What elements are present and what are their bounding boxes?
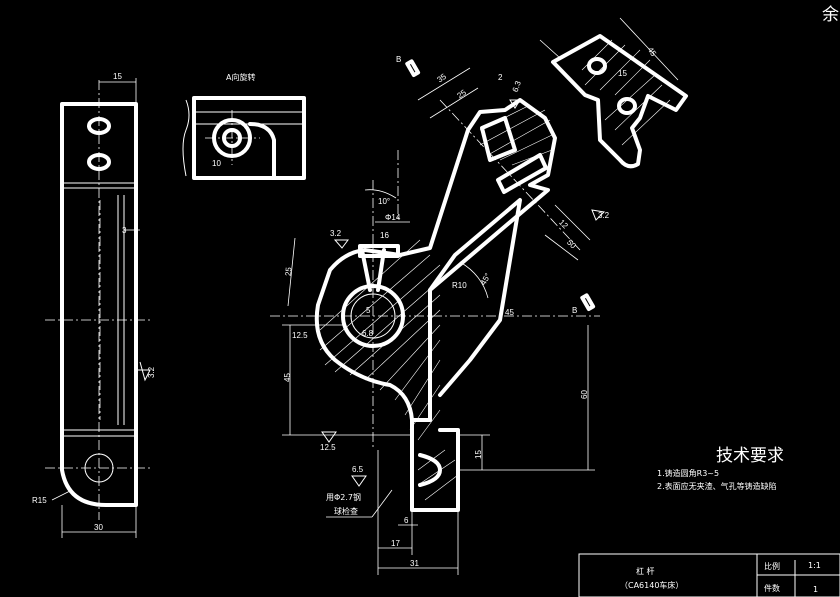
scale-label: 比例	[764, 561, 780, 571]
section-b-dim-line-a	[539, 39, 561, 59]
dim-3-2-right-label: 3.2	[598, 211, 610, 220]
dim-line-25	[429, 87, 479, 119]
dim-arc-10deg	[364, 189, 397, 199]
dim-50-label: 50	[565, 238, 578, 251]
requirement-item-1: 1.铸造圆角R3~5	[657, 468, 719, 478]
roughness-12-5-label: 12.5	[320, 443, 336, 452]
lever-arm-slot	[496, 153, 548, 194]
dim-6-3-label: 6.3	[511, 79, 523, 93]
section-arrow-top	[405, 59, 421, 78]
dim-12-5-label: 12.5	[292, 331, 308, 340]
dim-phi14-label: Φ14	[385, 213, 401, 222]
section-b-dim-15: 15	[618, 69, 627, 78]
roughness-symbol-arm	[509, 99, 521, 109]
lever-top-boss	[480, 116, 517, 162]
section-marker-b-right: B	[572, 306, 577, 315]
dim-vert-45-label: 45	[283, 373, 292, 382]
title-block-frame	[578, 553, 840, 597]
view-a-label: A向旋转	[226, 72, 255, 82]
leader-r15	[51, 489, 73, 501]
oil-hole-boss	[358, 244, 400, 258]
dim-5-label: 5	[366, 306, 371, 315]
dim-45deg-label: 45°	[479, 272, 493, 287]
view-a: A向旋转 10	[182, 72, 306, 180]
requirements-title: 技术要求	[716, 446, 784, 466]
dim-3-label: 3	[122, 226, 127, 235]
dim-6-label: 6	[404, 516, 409, 525]
title-block: 杠 杆 （CA6140车床） 比例 1:1 件数 1	[578, 553, 840, 597]
section-b-hole-1	[587, 57, 607, 75]
corner-mark: 余	[822, 5, 839, 25]
dim-30-label: 30	[94, 523, 103, 532]
roughness-symbol-right	[591, 209, 606, 221]
main-view: B B 35 25 2 6.3 10° Φ14 16 3.2 25 R10 45…	[270, 55, 610, 575]
section-b-view: 45 15	[539, 17, 688, 169]
view-a-outline	[192, 96, 306, 180]
dim-r10-label: R10	[452, 281, 467, 290]
callout-line-1: 用Φ2.7钢	[326, 492, 361, 502]
lever-lower-arm	[410, 418, 460, 512]
machine-name: （CA6140车床）	[620, 580, 683, 590]
dim-arc-45deg	[459, 261, 489, 299]
dim-6-5-label: 6.5	[352, 465, 364, 474]
dim-line-50	[544, 234, 579, 261]
view-a-break-line	[182, 99, 190, 177]
dim-line-left-25	[287, 237, 296, 307]
dim-12-label: 12	[557, 218, 570, 231]
roughness-symbol-6-5	[351, 475, 367, 487]
dim-17-label: 17	[391, 539, 400, 548]
qty-label: 件数	[764, 583, 780, 593]
dim-16-label: 16	[380, 231, 389, 240]
side-view: 15 3 3.2 30 R15	[32, 72, 156, 538]
callout-leader	[371, 489, 393, 518]
dim-3-2-label: 3.2	[330, 229, 342, 238]
main-view-hatching	[319, 104, 553, 501]
roughness-symbol-12-5	[321, 431, 337, 443]
dim-31-label: 31	[410, 559, 419, 568]
dim-25-label: 25	[455, 88, 468, 101]
callout-line-2: 球检查	[334, 506, 358, 516]
requirement-item-2: 2.表面应无夹渣、气孔等铸造缺陷	[657, 481, 777, 491]
lower-hole	[418, 453, 442, 487]
section-marker-b-top: B	[396, 55, 401, 64]
technical-requirements: 技术要求 1.铸造圆角R3~5 2.表面应无夹渣、气孔等铸造缺陷	[657, 446, 784, 491]
roughness-symbol-side	[136, 361, 151, 382]
dim-line-35	[417, 67, 471, 101]
dim-left-25-label: 25	[284, 266, 294, 276]
side-view-outline	[60, 102, 138, 507]
arm-centerline	[439, 99, 581, 251]
section-b-outline	[551, 34, 688, 169]
roughness-label-side: 3.2	[147, 366, 156, 378]
section-arrow-right	[580, 293, 596, 312]
view-a-dim-10: 10	[212, 159, 221, 168]
dim-vert-60-label: 60	[580, 390, 589, 399]
lever-outline	[314, 98, 557, 422]
qty-value: 1	[813, 585, 818, 594]
dim-r15-label: R15	[32, 496, 47, 505]
dim-6-8-label: 6.8	[362, 329, 374, 338]
roughness-symbol-boss	[333, 239, 349, 249]
scale-value: 1:1	[808, 561, 821, 570]
dim-15-label: 15	[113, 72, 122, 81]
section-b-dim-line-b	[619, 17, 679, 81]
dim-line-12	[554, 204, 591, 241]
view-a-boss	[248, 122, 276, 180]
dim-10deg-label: 10°	[378, 197, 390, 206]
lever-inner-web	[428, 198, 522, 397]
dim-45-label: 45	[505, 308, 514, 317]
dim-2-label: 2	[498, 73, 503, 82]
dim-vert-15-label: 15	[474, 450, 483, 459]
part-name: 杠 杆	[636, 566, 655, 576]
section-b-hole-2	[617, 97, 637, 115]
